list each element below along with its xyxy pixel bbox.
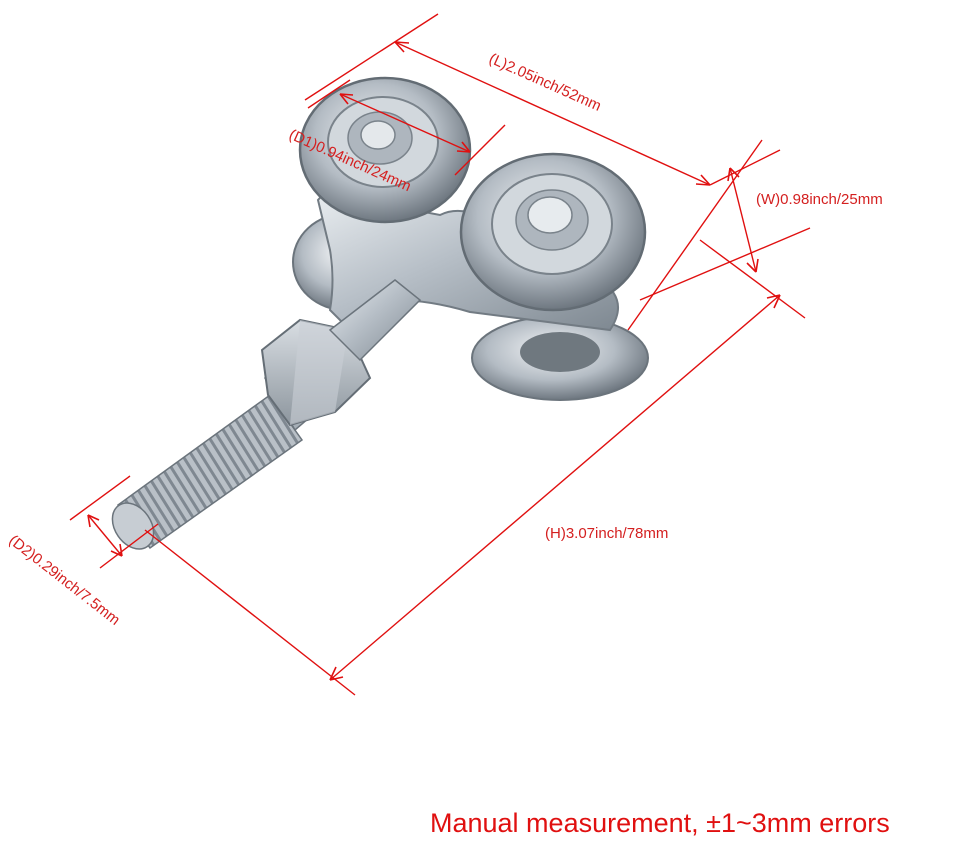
axle-cap-left — [360, 120, 396, 150]
d2-ext-bottom — [99, 523, 159, 569]
axle-cap-right — [527, 196, 573, 234]
measurement-note: Manual measurement, ±1~3mm errors — [430, 808, 890, 838]
width-label: (W)0.98inch/25mm — [756, 191, 883, 208]
d2-line — [87, 514, 123, 557]
d1-ext-left — [307, 79, 351, 109]
length-ext-left — [304, 13, 439, 101]
h-line — [329, 294, 781, 681]
height-label: (H)3.07inch/78mm — [545, 525, 668, 542]
length-label: (L)2.05inch/52mm — [486, 50, 603, 115]
w-line — [729, 167, 757, 273]
bracket-stem — [328, 279, 422, 362]
roller-assembly — [111, 76, 649, 550]
h-ext-top — [699, 239, 806, 319]
d1-ext-right — [454, 124, 506, 176]
length-ext-right — [627, 139, 763, 331]
bolt-tip — [111, 502, 155, 550]
d2-label: (D2)0.29inch/7.5mm — [6, 532, 124, 629]
d2-ext-top — [69, 475, 131, 521]
length-line — [394, 41, 711, 186]
dimension-lines — [69, 13, 811, 696]
w-ext-top — [709, 149, 781, 186]
d1-line — [339, 93, 471, 153]
h-ext-bottom — [144, 529, 356, 696]
w-ext-bottom — [639, 227, 811, 301]
